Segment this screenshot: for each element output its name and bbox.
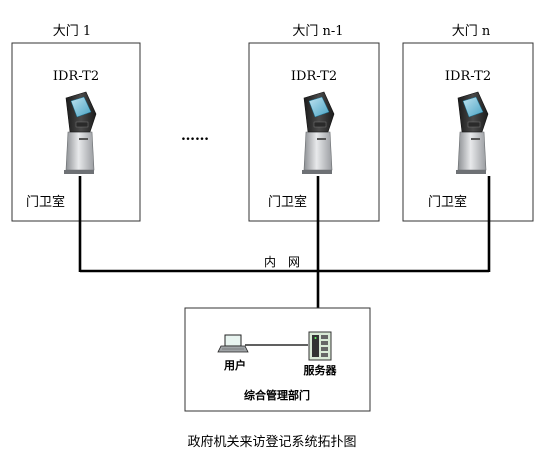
network-label: 内 网 <box>264 255 300 269</box>
gate-title-n-1: 大门 n-1 <box>292 24 343 39</box>
laptop-icon <box>217 334 249 353</box>
department-label: 综合管理部门 <box>244 388 310 402</box>
management-box <box>184 307 371 412</box>
server-icon <box>308 331 332 361</box>
server-label: 服务器 <box>304 363 338 377</box>
guard-room-label-n: 门卫室 <box>428 194 467 210</box>
device-label-1: IDR-T2 <box>53 69 99 84</box>
kiosk-icon <box>455 91 489 175</box>
user-label: 用户 <box>224 358 246 372</box>
guard-room-label-n-1: 门卫室 <box>268 194 307 210</box>
ellipsis: …… <box>181 128 209 144</box>
gate-title-n: 大门 n <box>452 24 491 39</box>
device-label-n-1: IDR-T2 <box>291 69 337 84</box>
kiosk-icon <box>63 91 97 175</box>
guard-room-label-1: 门卫室 <box>26 194 65 210</box>
gate-title-1: 大门 1 <box>53 24 91 39</box>
diagram-caption: 政府机关来访登记系统拓扑图 <box>187 435 356 450</box>
kiosk-icon <box>301 91 335 175</box>
device-label-n: IDR-T2 <box>445 69 491 84</box>
